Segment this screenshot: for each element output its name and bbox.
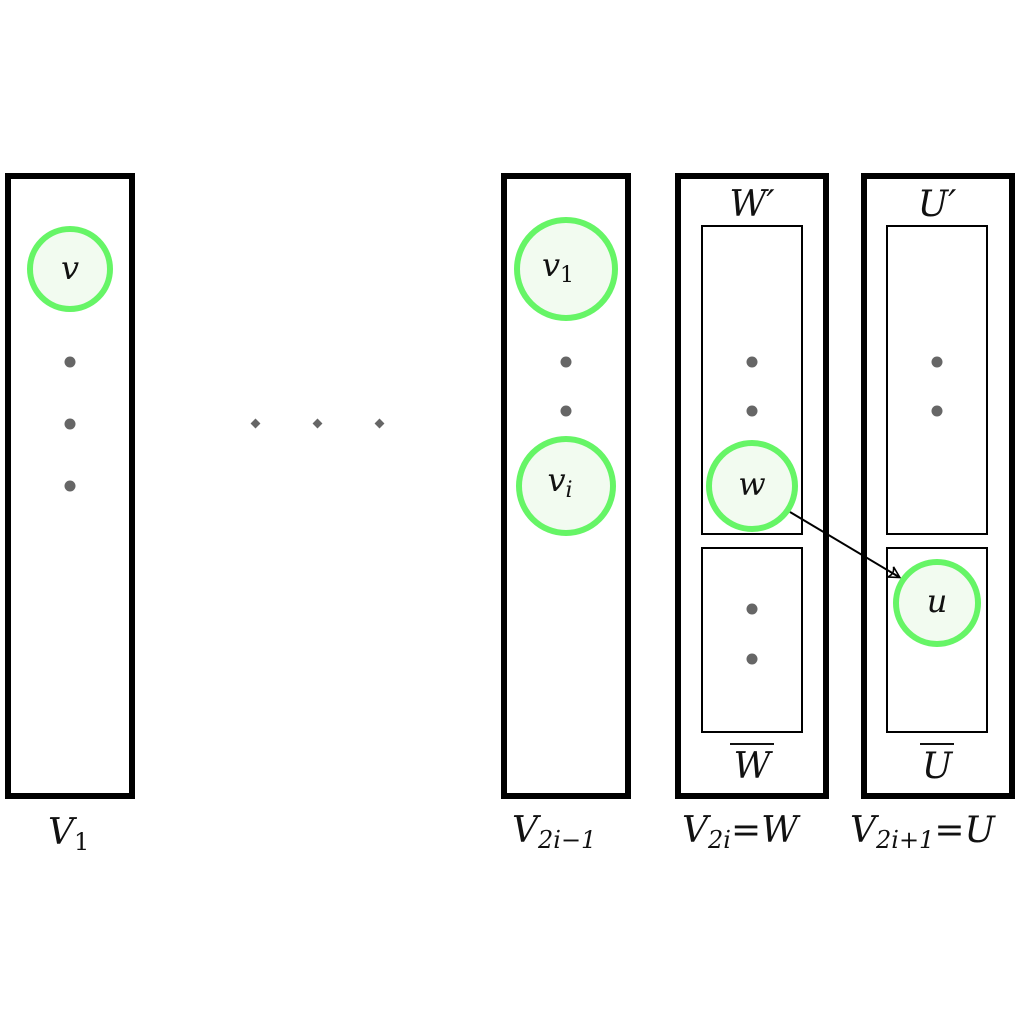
node-u-label: u <box>927 582 948 620</box>
node-v1: v1 <box>514 217 618 321</box>
ellipsis-dots <box>64 356 943 665</box>
partition-v2i-plus-1-frame <box>861 173 1015 799</box>
partition-v2i-frame <box>675 173 829 799</box>
partition-v1-frame <box>5 173 135 799</box>
node-v-label: v <box>61 249 79 287</box>
subset-w-prime-box <box>701 225 803 535</box>
subset-u-bar-label: U <box>922 746 954 787</box>
partition-v2i-minus-1-label: V2i−1 <box>512 810 596 854</box>
dot <box>746 405 758 417</box>
edge-w-to-u <box>789 511 902 579</box>
dot <box>560 356 572 368</box>
subset-u-prime-label: U′ <box>918 184 957 225</box>
subset-w-bar-label: W <box>733 746 773 787</box>
node-vi-label: vi <box>547 461 572 503</box>
dot <box>64 418 76 430</box>
node-w: w <box>706 440 798 532</box>
dot <box>560 405 572 417</box>
subset-u-prime-box <box>886 225 988 535</box>
dot <box>312 418 323 429</box>
dot <box>746 603 758 615</box>
dot <box>746 653 758 665</box>
node-w-label: w <box>738 465 765 503</box>
dot <box>64 356 76 368</box>
node-vi: vi <box>516 436 616 536</box>
node-u: u <box>893 559 981 647</box>
subset-w-prime-label: W′ <box>729 184 774 225</box>
dot <box>746 356 758 368</box>
dot <box>931 405 943 417</box>
partition-v2i-plus-1-label: V2i+1=U <box>850 810 996 854</box>
node-v: v <box>27 226 113 312</box>
subset-u-bar-box <box>886 547 988 733</box>
partition-v1-label: V1 <box>48 812 89 856</box>
dot <box>374 418 385 429</box>
dot <box>931 356 943 368</box>
dot <box>64 480 76 492</box>
dot <box>250 418 261 429</box>
subset-w-bar-box <box>701 547 803 733</box>
partition-v2i-minus-1-frame <box>501 173 631 799</box>
partition-v2i-label: V2i=W <box>682 810 801 854</box>
node-v1-label: v1 <box>542 246 574 288</box>
